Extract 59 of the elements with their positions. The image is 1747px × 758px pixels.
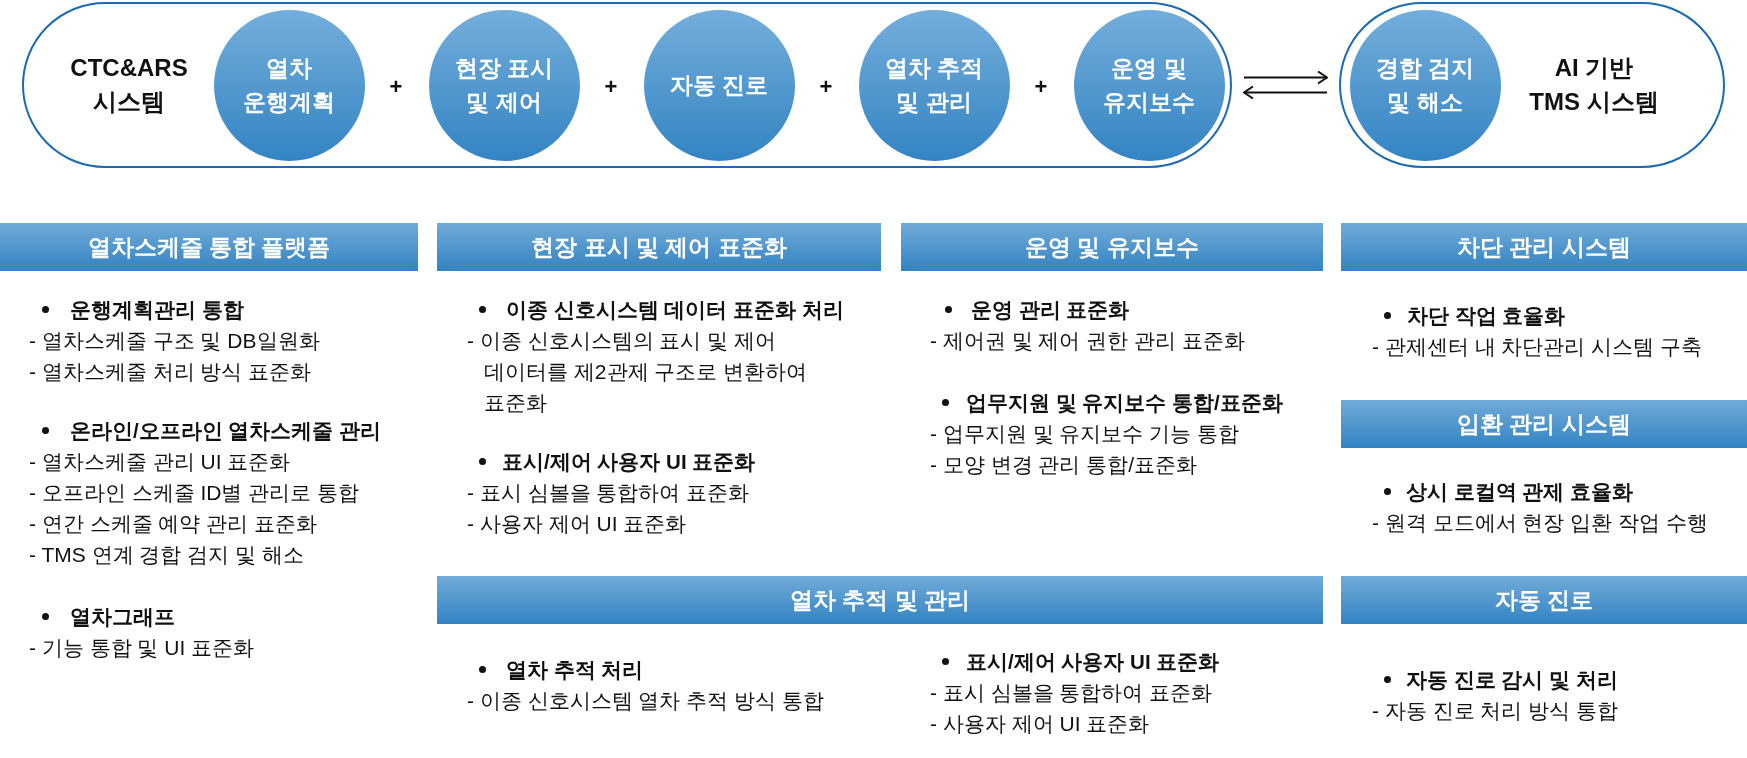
list-item: - 사용자 제어 UI 표준화 (930, 710, 1150, 737)
section-header-band (437, 223, 881, 271)
list-item: - TMS 연계 경합 검지 및 해소 (29, 541, 304, 568)
plus-sign: + (1034, 74, 1048, 100)
function-name: 열차 추적 및 관리 (883, 54, 985, 117)
list-heading: 업무지원 및 유지보수 통합/표준화 (966, 389, 1283, 416)
system-label: CTC&ARS 시스템 (69, 53, 189, 117)
arrow (1243, 85, 1327, 100)
function-name: 경합 검지 및 해소 (1374, 54, 1476, 117)
section-title: 운영 및 유지보수 (1025, 232, 1199, 262)
list-item: - 업무지원 및 유지보수 기능 통합 (930, 420, 1240, 447)
section-title: 입환 관리 시스템 (1457, 409, 1631, 439)
plus-sign: + (604, 74, 618, 100)
list-heading: 자동 진로 감시 및 처리 (1406, 666, 1618, 693)
list-item: - 자동 진로 처리 방식 통합 (1372, 697, 1619, 724)
list-item: - 연간 스케줄 예약 관리 표준화 (29, 510, 318, 537)
list-heading: 온라인/오프라인 열차스케줄 관리 (70, 417, 382, 444)
plus-sign: + (389, 74, 403, 100)
list-heading: 열차 추적 처리 (506, 656, 644, 683)
section-title: 자동 진로 (1494, 585, 1594, 615)
list-item: - 모양 변경 관리 통합/표준화 (930, 451, 1198, 478)
list-item: - 원격 모드에서 현장 입환 작업 수행 (1372, 509, 1708, 536)
section-header-band (1341, 400, 1747, 448)
list-heading: 열차그래프 (70, 603, 175, 630)
list-heading: 이종 신호시스템 데이터 표준화 처리 (506, 296, 844, 323)
section-header-band (901, 223, 1323, 271)
list-item: - 표시 심볼을 통합하여 표준화 (467, 479, 750, 506)
section-header-band (0, 223, 418, 271)
list-item: - 이종 신호시스템의 표시 및 제어 데이터를 제2관제 구조로 변환하여 표준화 (467, 327, 809, 416)
section-title: 현장 표시 및 제어 표준화 (531, 232, 787, 262)
list-item: - 열차스케줄 구조 및 DB일원화 (29, 327, 320, 354)
function-name: 열차 운행계획 (242, 54, 336, 117)
section-header-band (1341, 576, 1747, 624)
plus-sign: + (819, 74, 833, 100)
system-label: AI 기반 TMS 시스템 (1528, 53, 1660, 117)
list-item: - 사용자 제어 UI 표준화 (467, 510, 687, 537)
list-item: - 열차스케줄 처리 방식 표준화 (29, 358, 312, 385)
section-title: 차단 관리 시스템 (1457, 232, 1631, 262)
list-item: - 관제센터 내 차단관리 시스템 구축 (1372, 333, 1703, 360)
function-name: 현장 표시 및 제어 (453, 54, 555, 117)
section-title: 열차스케줄 통합 플랫폼 (87, 232, 331, 262)
section-title: 열차 추적 및 관리 (789, 585, 971, 615)
function-name: 자동 진로 (668, 71, 770, 100)
list-item: - 기능 통합 및 UI 표준화 (29, 634, 255, 661)
function-name: 운영 및 유지보수 (1102, 54, 1196, 117)
list-item: - 표시 심볼을 통합하여 표준화 (930, 679, 1213, 706)
list-item: - 오프라인 스케줄 ID별 관리로 통합 (29, 479, 360, 506)
list-item: - 이종 신호시스템 열차 추적 방식 통합 (467, 687, 824, 714)
list-heading: 표시/제어 사용자 UI 표준화 (502, 448, 756, 475)
list-heading: 운영 관리 표준화 (971, 296, 1130, 323)
arrow (1244, 70, 1328, 85)
section-header-band (1341, 223, 1747, 271)
list-heading: 운행계획관리 통합 (70, 296, 244, 323)
list-heading: 차단 작업 효율화 (1407, 302, 1566, 329)
list-item: - 제어권 및 제어 권한 관리 표준화 (930, 327, 1245, 354)
list-heading: 표시/제어 사용자 UI 표준화 (966, 648, 1220, 675)
list-item: - 열차스케줄 관리 UI 표준화 (29, 448, 291, 475)
list-heading: 상시 로컬역 관제 효율화 (1406, 478, 1634, 505)
section-header-band (437, 576, 1323, 624)
